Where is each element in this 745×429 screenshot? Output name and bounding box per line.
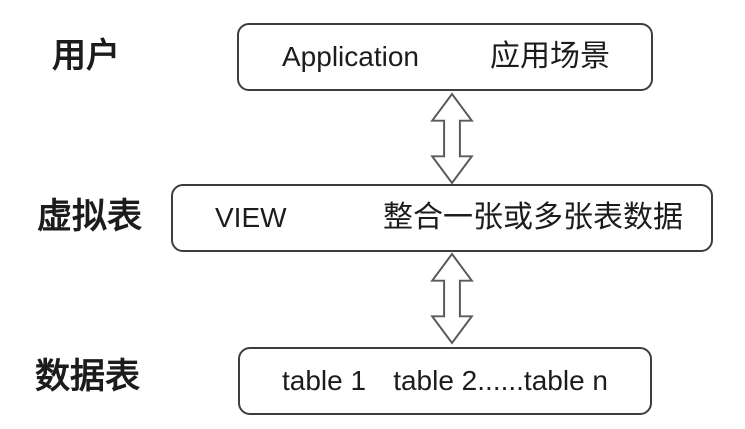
double-headed-vertical-arrow-icon (427, 92, 477, 185)
application-box: Application 应用场景 (237, 23, 653, 91)
tables-box-right-text: table 2......table n (393, 365, 608, 396)
application-box-left-text: Application (282, 41, 419, 72)
application-box-right-text: 应用场景 (490, 40, 610, 73)
row-label-virtual-table: 虚拟表 (37, 197, 143, 236)
tables-box-left-text: table 1 (282, 365, 367, 396)
view-box-left-text: VIEW (215, 202, 287, 233)
tables-box: table 1 table 2......table n (238, 347, 652, 415)
row-label-data-table: 数据表 (35, 357, 141, 396)
row-label-user: 用户 (52, 37, 120, 75)
view-box-right-text: 整合一张或多张表数据 (383, 201, 683, 234)
view-box: VIEW 整合一张或多张表数据 (171, 184, 713, 252)
double-headed-vertical-arrow-icon (427, 252, 477, 345)
